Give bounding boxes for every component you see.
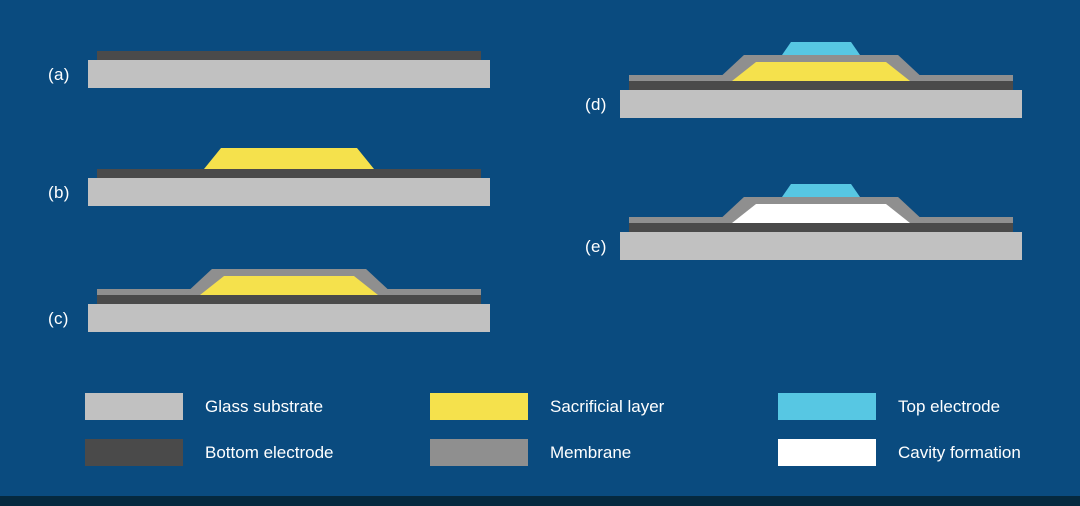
cross-section-step-e <box>620 184 1022 260</box>
legend-label: Sacrificial layer <box>550 396 665 416</box>
bottom-electrode-layer <box>629 81 1013 90</box>
sacrificial-layer-shape <box>204 148 374 169</box>
step-label-a: (a) <box>48 65 70 84</box>
cross-section-step-d <box>620 42 1022 118</box>
glass-substrate-layer <box>88 178 490 206</box>
cross-section-step-a <box>88 12 490 88</box>
step-label-b: (b) <box>48 183 70 202</box>
cross-section-step-b <box>88 130 490 206</box>
glass-substrate-swatch <box>85 393 183 420</box>
cross-section-step-c <box>88 256 490 332</box>
bottom-electrode-layer <box>97 295 481 304</box>
legend-item-glass-substrate: Glass substrate <box>85 393 334 420</box>
legend-column-2: Sacrificial layer Membrane <box>430 393 664 466</box>
step-label-e: (e) <box>585 237 607 256</box>
glass-substrate-layer <box>620 232 1022 260</box>
legend-column-3: Top electrode Cavity formation <box>778 393 1021 466</box>
top-electrode-layer <box>782 184 860 197</box>
glass-substrate-layer <box>88 304 490 332</box>
legend-label: Glass substrate <box>205 396 324 416</box>
cavity-formation-shape <box>732 204 910 223</box>
bottom-electrode-layer <box>97 169 481 178</box>
legend-item-bottom-electrode: Bottom electrode <box>85 439 334 466</box>
sacrificial-layer-swatch <box>430 393 528 420</box>
membrane-swatch <box>430 439 528 466</box>
footer-accent-bar <box>0 496 1080 506</box>
step-label-c: (c) <box>48 309 69 328</box>
legend-item-membrane: Membrane <box>430 439 664 466</box>
legend-item-cavity-formation: Cavity formation <box>778 439 1021 466</box>
top-electrode-layer <box>782 42 860 55</box>
legend-label: Membrane <box>550 442 632 462</box>
glass-substrate-layer <box>88 60 490 88</box>
cavity-formation-swatch <box>778 439 876 466</box>
glass-substrate-layer <box>620 90 1022 118</box>
legend-item-top-electrode: Top electrode <box>778 393 1021 420</box>
legend-label: Bottom electrode <box>205 442 334 462</box>
legend-label: Cavity formation <box>898 442 1021 462</box>
sacrificial-layer-shape <box>200 276 378 295</box>
bottom-electrode-layer <box>97 51 481 60</box>
sacrificial-layer-shape <box>732 62 910 81</box>
legend-label: Top electrode <box>898 396 1001 416</box>
bottom-electrode-layer <box>629 223 1013 232</box>
legend-column-1: Glass substrate Bottom electrode <box>85 393 334 466</box>
bottom-electrode-swatch <box>85 439 183 466</box>
legend-item-sacrificial-layer: Sacrificial layer <box>430 393 664 420</box>
top-electrode-swatch <box>778 393 876 420</box>
step-label-d: (d) <box>585 95 607 114</box>
